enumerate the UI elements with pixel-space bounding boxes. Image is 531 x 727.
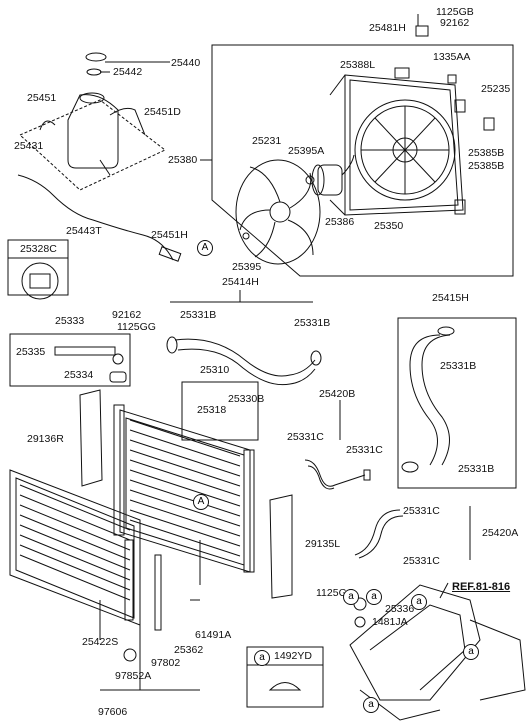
label-25336: 25336 xyxy=(385,603,415,615)
label-25395A: 25395A xyxy=(288,145,325,157)
label-61491A: 61491A xyxy=(195,629,232,641)
label-25451H: 25451H xyxy=(151,229,188,241)
label-25318: 25318 xyxy=(197,404,227,416)
label-25451D: 25451D xyxy=(144,106,181,118)
caution-label-box xyxy=(7,239,69,296)
label-1481JA: 1481JA xyxy=(372,616,408,628)
label-25442: 25442 xyxy=(113,66,143,78)
ref-label: REF.81-816 xyxy=(452,581,511,593)
clip-1335AA xyxy=(447,74,457,84)
lower-hose xyxy=(409,334,441,466)
label-25414H: 25414H xyxy=(222,276,259,288)
callout-A-radiator: A xyxy=(193,494,209,510)
lower-hose-box xyxy=(397,317,517,489)
label-25330B: 25330B xyxy=(228,393,265,405)
label-25331B-1: 25331B xyxy=(180,309,217,321)
label-29135L: 29135L xyxy=(305,538,341,550)
label-25331C-3: 25331C xyxy=(403,505,440,517)
callout-a-2: a xyxy=(366,589,382,605)
air-guard-29136R xyxy=(79,389,103,487)
radiator xyxy=(113,404,255,573)
hose-25420A xyxy=(354,509,401,556)
label-25328C: 25328C xyxy=(20,243,57,255)
callout-a-4: a xyxy=(463,644,479,660)
label-97802: 97802 xyxy=(151,657,181,669)
box-1492YD xyxy=(246,646,324,708)
label-92162-top: 92162 xyxy=(440,17,470,29)
label-1335AA: 1335AA xyxy=(433,51,471,63)
condenser xyxy=(9,469,162,631)
label-25443T: 25443T xyxy=(66,225,102,237)
overflow-hose xyxy=(17,174,174,261)
label-25481H: 25481H xyxy=(369,22,406,34)
label-25388L: 25388L xyxy=(340,59,376,71)
label-25235: 25235 xyxy=(481,83,511,95)
label-92162-mid: 92162 xyxy=(112,309,142,321)
label-1492YD: 1492YD xyxy=(274,650,312,662)
cap-parts-box xyxy=(9,333,131,387)
sensor-25235 xyxy=(483,117,495,131)
label-25310: 25310 xyxy=(200,364,230,376)
callout-a-3: a xyxy=(411,594,427,610)
fan-blade xyxy=(235,159,321,265)
reservoir-tank xyxy=(39,52,146,176)
label-25386: 25386 xyxy=(325,216,355,228)
label-25385B-1: 25385B xyxy=(468,147,505,159)
label-25331C-2: 25331C xyxy=(346,444,383,456)
label-25420B: 25420B xyxy=(319,388,356,400)
label-25331C-1: 25331C xyxy=(287,431,324,443)
label-25362: 25362 xyxy=(174,644,204,656)
air-guard-29135L xyxy=(269,494,293,599)
label-25380: 25380 xyxy=(168,154,198,166)
label-25331B-2: 25331B xyxy=(294,317,331,329)
label-97852A: 97852A xyxy=(115,670,152,682)
clip-25481H xyxy=(415,25,429,37)
label-29136R: 29136R xyxy=(27,433,64,445)
radiator-group-outline xyxy=(181,381,259,441)
label-25431: 25431 xyxy=(14,140,44,152)
label-25331B-4: 25331B xyxy=(458,463,495,475)
vehicle-front-structure xyxy=(349,584,526,721)
label-25422S: 25422S xyxy=(82,636,119,648)
label-25415H: 25415H xyxy=(432,292,469,304)
label-25333: 25333 xyxy=(55,315,85,327)
hose-25420B xyxy=(304,459,366,487)
label-1125GB: 1125GB xyxy=(436,6,474,18)
label-25331C-4: 25331C xyxy=(403,555,440,567)
upper-hose xyxy=(174,338,316,377)
callout-A-top: A xyxy=(197,240,213,256)
label-97606: 97606 xyxy=(98,706,128,718)
label-25231: 25231 xyxy=(252,135,282,147)
label-1125GG-bottom: 1125GG xyxy=(316,587,355,599)
label-25420A: 25420A xyxy=(482,527,519,539)
fan-group-outline xyxy=(211,44,514,277)
label-1125GG-mid: 1125GG xyxy=(117,321,156,333)
label-25331B-3: 25331B xyxy=(440,360,477,372)
label-25440: 25440 xyxy=(171,57,201,69)
callout-a-1: a xyxy=(343,589,359,605)
fan-motor xyxy=(305,154,355,196)
callout-a-box: a xyxy=(254,650,270,666)
label-25385B-2: 25385B xyxy=(468,160,505,172)
label-25334: 25334 xyxy=(64,369,94,381)
tank-group-outline xyxy=(19,99,166,191)
callout-a-5: a xyxy=(363,697,379,713)
label-25395: 25395 xyxy=(232,261,262,273)
label-25350: 25350 xyxy=(374,220,404,232)
fan-shroud xyxy=(329,74,466,216)
label-25335: 25335 xyxy=(16,346,46,358)
clip-25388L xyxy=(394,67,410,79)
label-25451: 25451 xyxy=(27,92,57,104)
